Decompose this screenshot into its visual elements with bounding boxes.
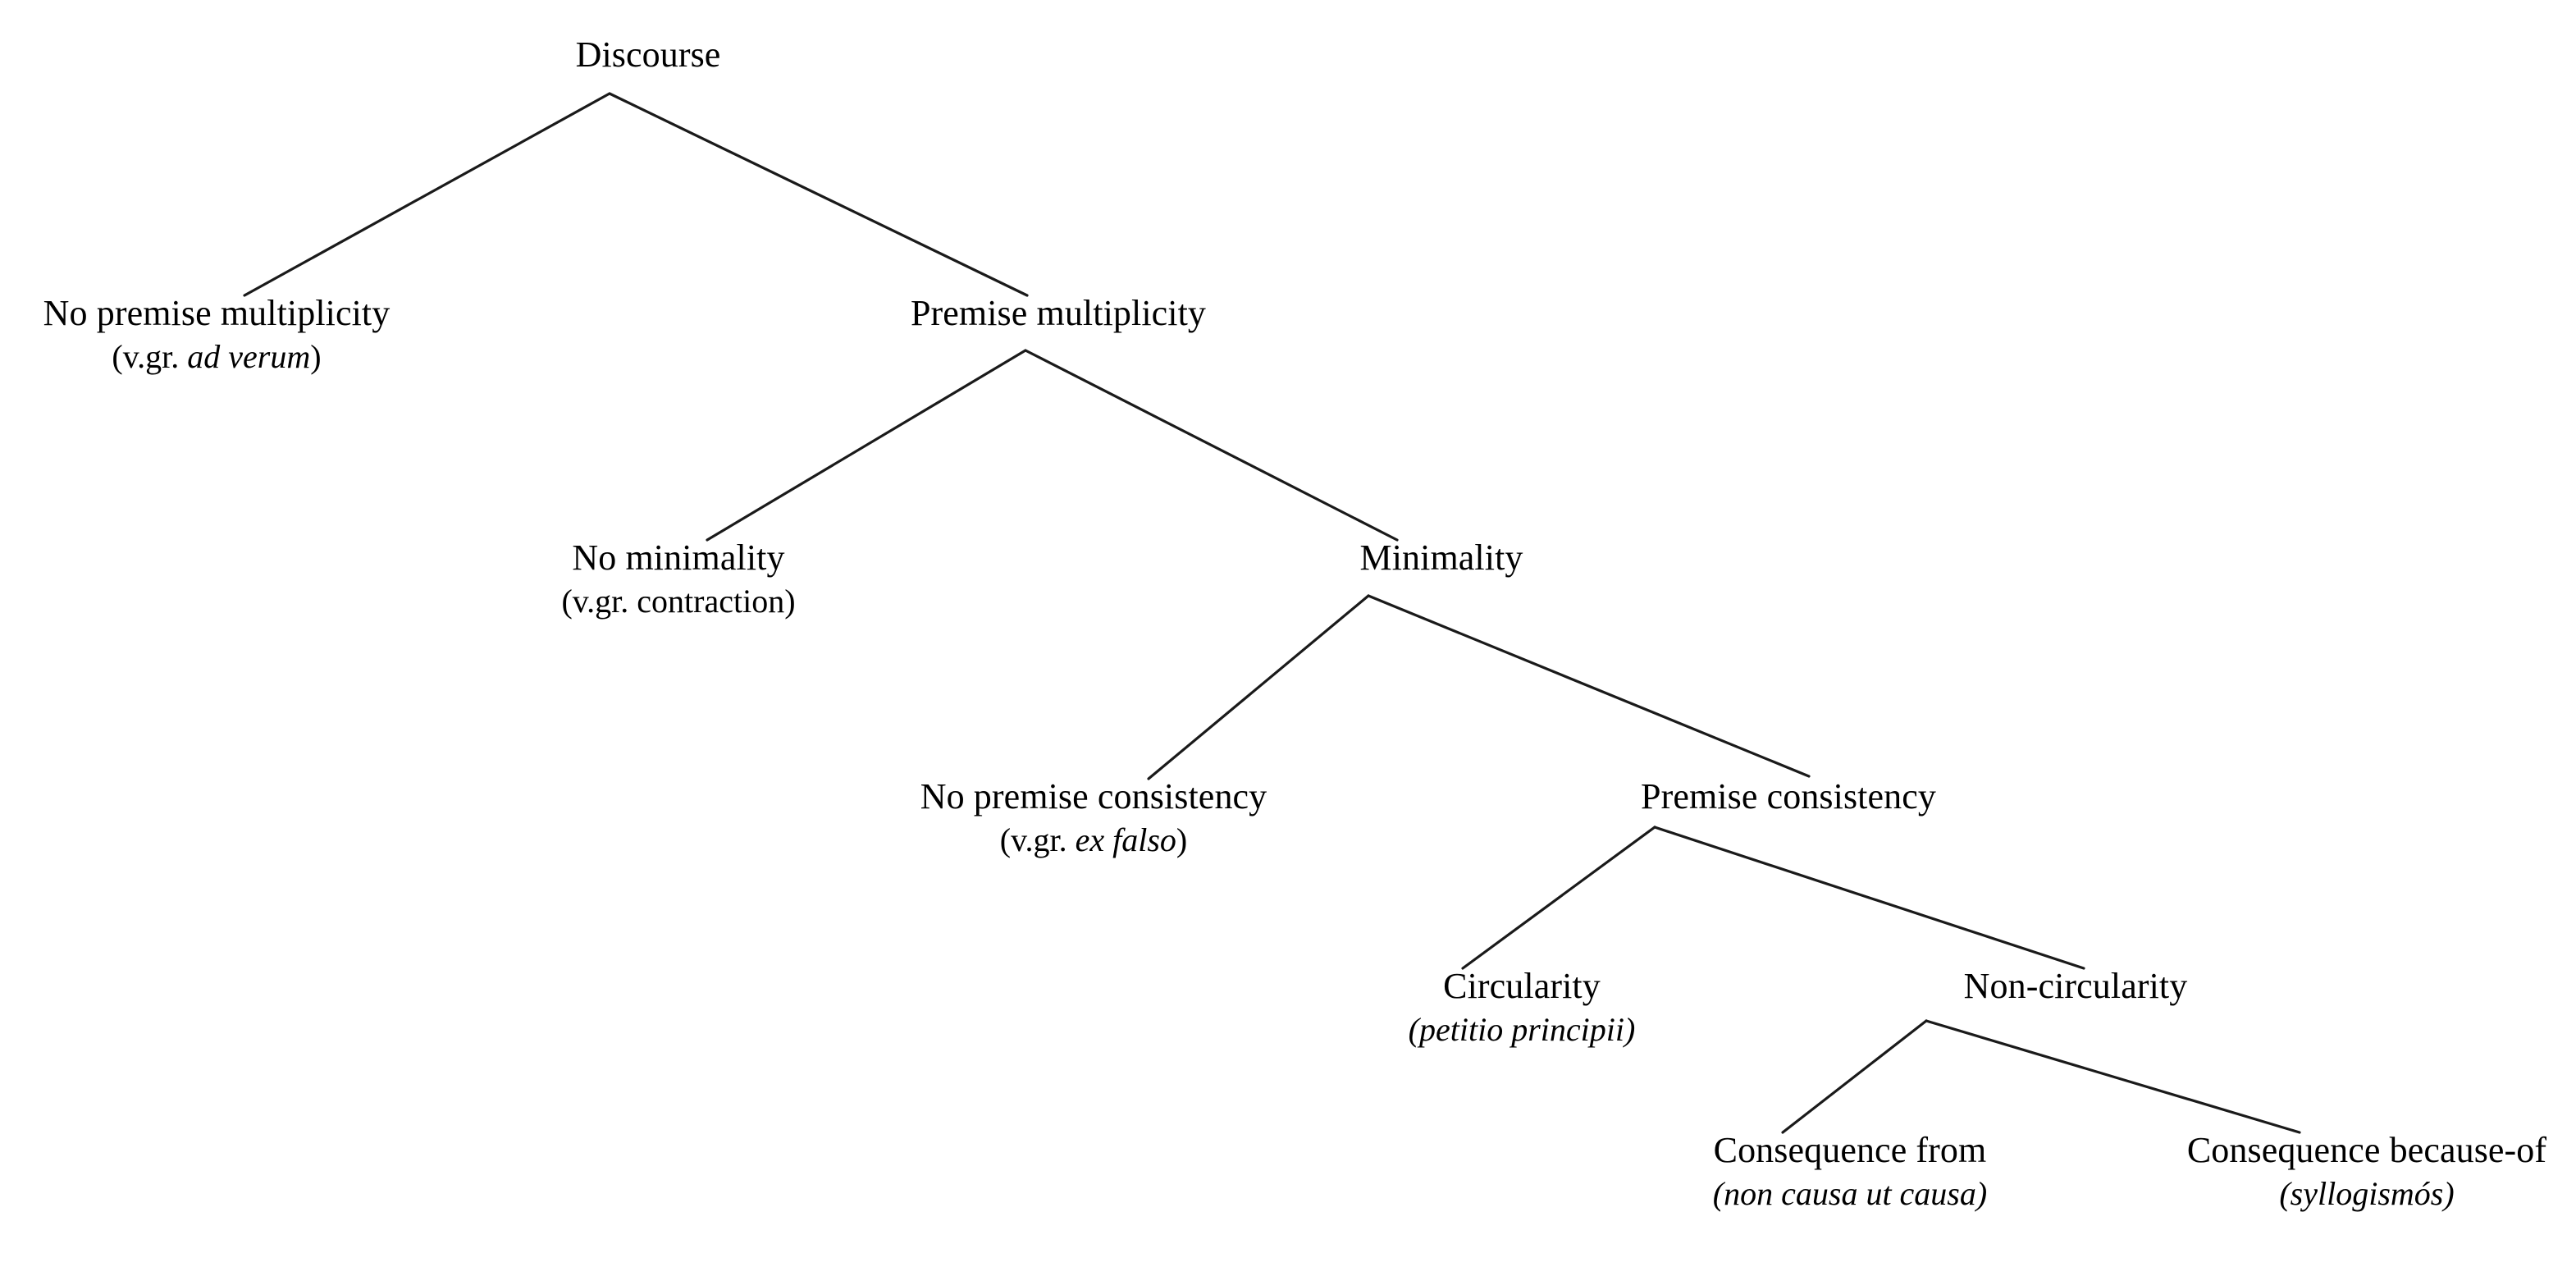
edge-minimality-to-no-premise-consistency [1147, 594, 1370, 780]
example-close-paren: ) [1176, 821, 1188, 858]
node-no-premise-multiplicity-label: No premise multiplicity [43, 293, 391, 333]
node-circularity[interactable]: Circularity (petitio principii) [1409, 964, 1636, 1050]
example-term: ad verum [187, 337, 311, 375]
edge-premise-multiplicity-to-no-minimality [706, 349, 1027, 542]
node-minimality[interactable]: Minimality [1360, 536, 1523, 580]
node-circularity-example: (petitio principii) [1409, 1010, 1636, 1050]
example-close-paren: ) [784, 582, 796, 620]
example-prefix: (v.gr. [561, 582, 637, 620]
node-non-circularity-label: Non-circularity [1963, 966, 2188, 1006]
node-no-premise-consistency-example: (v.gr. ex falso) [920, 821, 1267, 861]
edge-premise-consistency-to-non-circularity [1653, 826, 2085, 970]
node-consequence-from-label: Consequence from [1713, 1130, 1987, 1170]
example-close-paren: ) [1975, 1174, 1988, 1212]
example-open-paren: ( [2279, 1174, 2291, 1212]
example-close-paren: ) [2443, 1174, 2455, 1212]
example-term: syllogismós [2290, 1174, 2444, 1212]
example-close-paren: ) [1624, 1010, 1636, 1048]
node-no-premise-multiplicity-example: (v.gr. ad verum) [43, 337, 391, 377]
node-no-minimality[interactable]: No minimality (v.gr. contraction) [561, 536, 795, 621]
edge-premise-multiplicity-to-minimality [1024, 349, 1399, 542]
edge-non-circularity-to-consequence-from [1781, 1019, 1928, 1134]
node-no-premise-multiplicity[interactable]: No premise multiplicity (v.gr. ad verum) [43, 291, 391, 377]
edge-discourse-to-premise-multiplicity [608, 92, 1029, 297]
example-open-paren: ( [1712, 1174, 1724, 1212]
node-consequence-because-of-label: Consequence because-of [2186, 1130, 2547, 1170]
node-circularity-label: Circularity [1443, 966, 1601, 1006]
node-non-circularity[interactable]: Non-circularity [1964, 964, 2188, 1009]
example-prefix: (v.gr. [999, 821, 1076, 858]
node-discourse[interactable]: Discourse [576, 33, 721, 77]
node-consequence-because-of-example: (syllogismós) [2187, 1174, 2546, 1214]
node-consequence-from[interactable]: Consequence from (non causa ut causa) [1713, 1128, 1987, 1214]
node-consequence-because-of[interactable]: Consequence because-of (syllogismós) [2187, 1128, 2546, 1214]
example-close-paren: ) [310, 337, 322, 375]
node-premise-multiplicity[interactable]: Premise multiplicity [911, 291, 1206, 336]
example-open-paren: ( [1408, 1010, 1420, 1048]
node-no-premise-consistency-label: No premise consistency [920, 776, 1267, 816]
node-consequence-from-example: (non causa ut causa) [1713, 1174, 1987, 1214]
edge-premise-consistency-to-circularity [1461, 826, 1656, 970]
example-term: petitio principii [1419, 1010, 1624, 1048]
node-premise-consistency[interactable]: Premise consistency [1641, 775, 1936, 819]
node-no-premise-consistency[interactable]: No premise consistency (v.gr. ex falso) [920, 775, 1267, 860]
node-premise-consistency-label: Premise consistency [1641, 776, 1936, 816]
example-term: ex falso [1075, 821, 1176, 858]
edge-discourse-to-no-premise-multiplicity [243, 92, 611, 297]
node-no-minimality-label: No minimality [572, 537, 785, 578]
example-term: contraction [637, 582, 785, 620]
edge-minimality-to-premise-consistency [1367, 594, 1811, 778]
node-no-minimality-example: (v.gr. contraction) [561, 582, 795, 622]
edge-non-circularity-to-consequence-because-of [1925, 1019, 2301, 1134]
example-prefix: (v.gr. [112, 337, 188, 375]
node-minimality-label: Minimality [1359, 537, 1523, 578]
node-premise-multiplicity-label: Premise multiplicity [910, 293, 1207, 333]
example-term: non causa ut causa [1724, 1174, 1976, 1212]
node-discourse-label: Discourse [575, 34, 721, 75]
